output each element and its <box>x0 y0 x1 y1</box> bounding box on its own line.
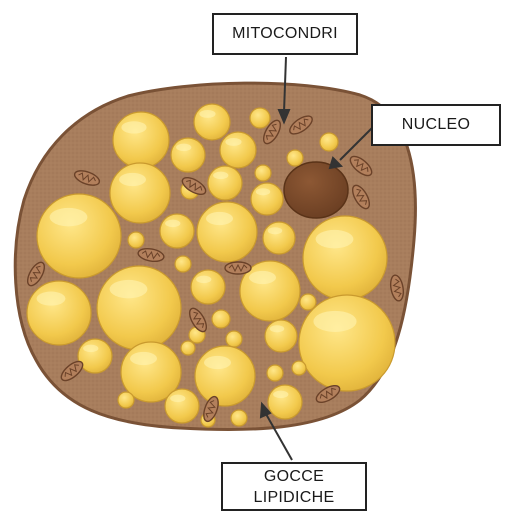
lipid-droplet <box>231 410 247 426</box>
droplet-highlight <box>213 172 228 179</box>
lipid-droplets-label-line1: GOCCE <box>264 466 324 487</box>
mitochondria-label-text: MITOCONDRI <box>232 24 338 44</box>
mitochondria-label: MITOCONDRI <box>212 13 358 55</box>
lipid-droplet <box>110 163 170 223</box>
lipid-droplet <box>251 183 283 215</box>
lipid-droplet <box>267 365 283 381</box>
lipid-droplets-label-line2: LIPIDICHE <box>254 487 335 508</box>
lipid-droplet <box>27 281 91 345</box>
lipid-droplet <box>299 295 395 391</box>
droplet-highlight <box>196 276 211 283</box>
lipid-droplet <box>97 266 181 350</box>
lipid-droplet <box>292 361 306 375</box>
lipid-droplet <box>128 232 144 248</box>
lipid-droplet <box>220 132 256 168</box>
droplet-highlight <box>110 280 148 298</box>
droplet-highlight <box>121 121 146 133</box>
lipid-droplet <box>181 341 195 355</box>
droplet-highlight <box>130 352 157 365</box>
droplet-highlight <box>176 144 191 151</box>
lipid-droplet <box>320 133 338 151</box>
lipid-droplet <box>78 339 112 373</box>
lipid-droplet <box>191 270 225 304</box>
droplet-highlight <box>37 292 66 306</box>
droplet-highlight <box>313 311 356 332</box>
lipid-droplet <box>175 256 191 272</box>
droplet-highlight <box>256 188 270 195</box>
lipid-droplet <box>113 112 169 168</box>
droplet-highlight <box>83 345 98 352</box>
lipid-droplet <box>265 320 297 352</box>
droplet-highlight <box>225 138 241 146</box>
lipid-droplet <box>250 108 270 128</box>
lipid-droplet <box>118 392 134 408</box>
lipid-droplet <box>37 194 121 278</box>
nucleus-label: NUCLEO <box>371 104 501 146</box>
lipid-droplets-label: GOCCE LIPIDICHE <box>221 462 367 511</box>
droplet-highlight <box>249 271 276 284</box>
lipid-droplet <box>160 214 194 248</box>
droplet-highlight <box>206 212 233 225</box>
lipid-droplet <box>268 385 302 419</box>
lipid-droplet <box>171 138 205 172</box>
lipid-droplet <box>197 202 257 262</box>
droplet-highlight <box>268 227 282 234</box>
droplet-highlight <box>316 230 354 248</box>
mitochondrion-icon <box>225 262 251 274</box>
lipid-droplet <box>195 346 255 406</box>
lipid-droplet <box>165 389 199 423</box>
nucleus-label-text: NUCLEO <box>402 115 470 135</box>
nucleus <box>284 162 348 218</box>
lipid-droplet <box>303 216 387 300</box>
droplet-highlight <box>270 325 284 332</box>
droplet-highlight <box>199 110 215 118</box>
lipid-droplet <box>208 166 242 200</box>
droplet-highlight <box>119 173 146 186</box>
droplet-highlight <box>50 208 88 226</box>
droplet-highlight <box>165 220 180 227</box>
droplet-highlight <box>170 395 185 402</box>
lipid-droplet <box>255 165 271 181</box>
lipid-droplet <box>263 222 295 254</box>
droplet-highlight <box>273 391 288 398</box>
lipid-droplet <box>226 331 242 347</box>
lipid-droplet <box>194 104 230 140</box>
droplet-highlight <box>204 356 231 369</box>
lipid-droplet <box>287 150 303 166</box>
lipid-droplet <box>300 294 316 310</box>
lipid-droplet <box>212 310 230 328</box>
